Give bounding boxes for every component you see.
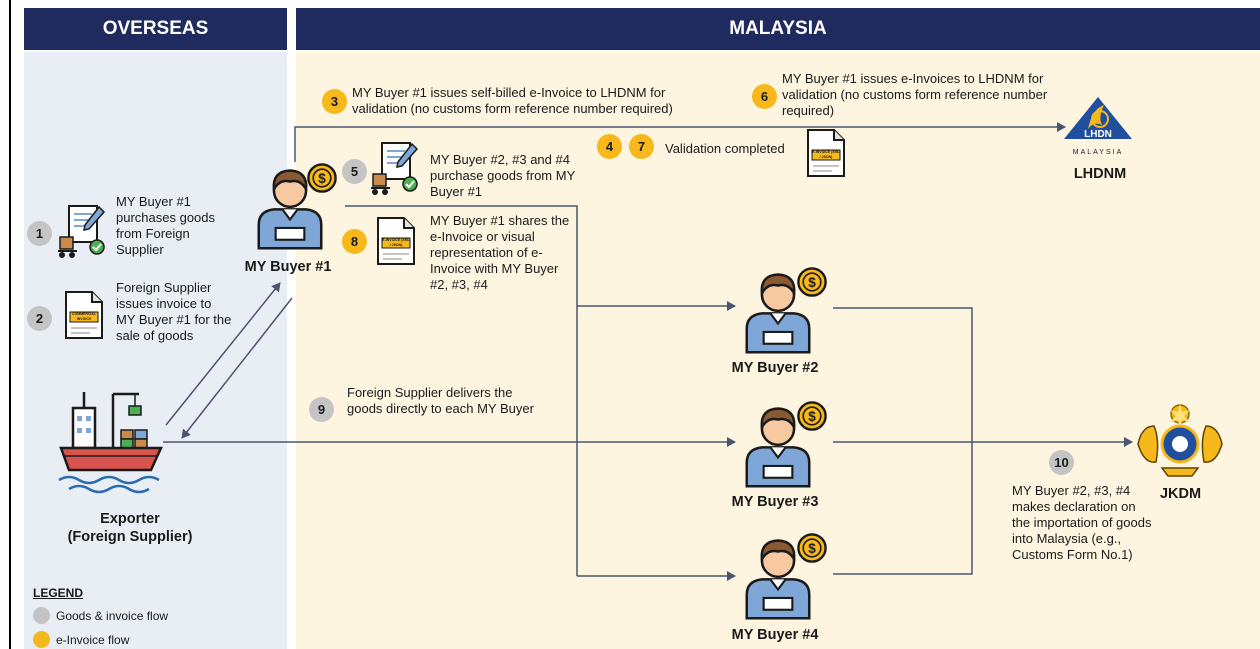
step-2-badge: 2 xyxy=(27,306,52,331)
step-6-text: MY Buyer #1 issues e-Invoices to LHDNM f… xyxy=(782,71,1048,118)
left-border-line xyxy=(9,0,11,649)
validated-einvoice-icon: E-INVOICE (XML / JSON) xyxy=(806,128,846,178)
step-1-text: MY Buyer #1 purchases goods from Foreign… xyxy=(116,194,216,257)
step-3-text: MY Buyer #1 issues self-billed e-Invoice… xyxy=(352,85,673,116)
purchase-order-icon xyxy=(57,203,107,259)
buyer-1-coin-icon xyxy=(306,162,338,194)
legend-grey-dot xyxy=(33,607,50,624)
step-10-text: MY Buyer #2, #3, #4 makes declaration on… xyxy=(1012,483,1152,562)
shared-einvoice-label: E-INVOICE (XML / JSON) xyxy=(382,238,410,247)
lhdn-logo-sub: MALAYSIA xyxy=(1073,149,1124,156)
legend-yellow-dot xyxy=(33,631,50,648)
commercial-invoice-icon: COMMERCIAL INVOICE xyxy=(64,290,104,340)
legend-einvoice-label: e-Invoice flow xyxy=(56,633,130,647)
step-7-text: Validation completed xyxy=(665,141,785,156)
buyer-1-label: MY Buyer #1 xyxy=(244,259,332,275)
legend-goods-label: Goods & invoice flow xyxy=(56,609,169,623)
step-3-badge: 3 xyxy=(322,89,347,114)
foreign-supplier-label: (Foreign Supplier) xyxy=(67,529,193,545)
step-8-text: MY Buyer #1 shares the e-Invoice or visu… xyxy=(430,213,570,292)
step-5-badge: 5 xyxy=(342,159,367,184)
overseas-panel xyxy=(24,52,287,649)
buyer-2-coin-icon xyxy=(796,266,828,298)
step-9-badge: 9 xyxy=(309,397,334,422)
step-8-badge: 8 xyxy=(342,229,367,254)
step-1-badge: 1 xyxy=(27,221,52,246)
step-2-text: Foreign Supplier issues invoice to MY Bu… xyxy=(116,280,232,343)
buyer-3-label: MY Buyer #3 xyxy=(731,494,819,510)
step-4-badge: 4 xyxy=(597,134,622,159)
buyer-3-coin-icon xyxy=(796,400,828,432)
legend-title: LEGEND xyxy=(33,586,84,600)
lhdn-logo-word: LHDN xyxy=(1084,129,1112,140)
buyer-2-label: MY Buyer #2 xyxy=(731,360,819,376)
step-10-badge: 10 xyxy=(1049,450,1074,475)
step-7-badge: 7 xyxy=(629,134,654,159)
jkdm-crest xyxy=(1137,404,1223,477)
overseas-header: OVERSEAS xyxy=(24,8,287,50)
step-6-badge: 6 xyxy=(752,84,777,109)
step-9-text: Foreign Supplier delivers the goods dire… xyxy=(347,385,534,416)
commercial-invoice-label: COMMERCIAL INVOICE xyxy=(71,312,97,321)
buyer-4-coin-icon xyxy=(796,532,828,564)
validated-einvoice-label: E-INVOICE (XML / JSON) xyxy=(812,150,840,159)
exporter-label: Exporter xyxy=(100,511,160,527)
lhdn-logo: LHDN MALAYSIA xyxy=(1064,97,1132,156)
jkdm-label: JKDM xyxy=(1159,486,1202,502)
malaysia-header: MALAYSIA xyxy=(296,8,1260,50)
shared-einvoice-icon: E-INVOICE (XML / JSON) xyxy=(376,216,416,266)
buyer-4-label: MY Buyer #4 xyxy=(731,627,819,643)
cargo-ship-icon xyxy=(58,392,163,494)
purchase-order-icon-2 xyxy=(370,140,420,196)
step-5-text: MY Buyer #2, #3 and #4 purchase goods fr… xyxy=(430,152,575,199)
lhdnm-label: LHDNM xyxy=(1073,166,1127,182)
